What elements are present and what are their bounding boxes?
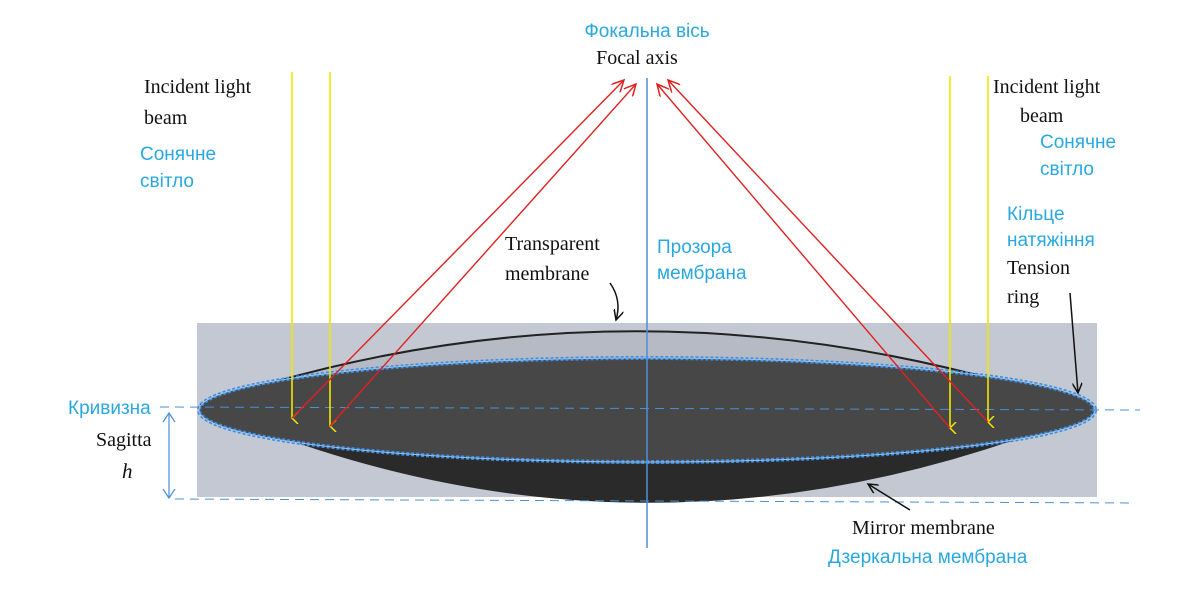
sagitta-arrow-bottom xyxy=(162,488,176,500)
mirror-membrane-label-uk: Дзеркальна мембрана xyxy=(828,547,1028,568)
transparent-membrane-label-uk-2: мембрана xyxy=(657,263,747,284)
mirror-membrane-pointer xyxy=(868,484,911,511)
tension-ring-label-uk-2: натяжіння xyxy=(1007,230,1095,251)
incident-left-label-uk-1: Сонячне xyxy=(140,144,216,165)
incident-right-label-en-1: Incident light xyxy=(993,76,1101,98)
transparent-membrane-label-uk-1: Прозора xyxy=(657,237,732,258)
transparent-membrane-label-en-2: membrane xyxy=(505,263,590,285)
tension-ring-pointer xyxy=(1069,292,1078,393)
mirror-membrane-label-en: Mirror membrane xyxy=(852,517,995,539)
incident-left-label-en-2: beam xyxy=(144,107,188,129)
sagitta-symbol: h xyxy=(122,459,133,483)
reflected-ray-4 xyxy=(668,80,989,423)
curvature-label: Кривизна xyxy=(68,398,151,419)
incident-right-label-uk-2: світло xyxy=(1040,159,1094,180)
tension-ring-label-uk-1: Кільце xyxy=(1007,204,1065,225)
transparent-membrane-pointer xyxy=(609,282,618,320)
focal-axis-label-en: Focal axis xyxy=(596,47,678,69)
focal-axis-label-uk: Фокальна вісь xyxy=(584,21,709,42)
incident-right-label-uk-1: Сонячне xyxy=(1040,132,1116,153)
incident-left-label-uk-2: світло xyxy=(140,171,194,192)
reflected-ray-3 xyxy=(657,84,951,429)
incident-right-label-en-2: beam xyxy=(1020,105,1064,127)
sagitta-label: Sagitta xyxy=(96,429,152,451)
incident-left-label-en-1: Incident light xyxy=(144,76,252,98)
reflected-ray-1 xyxy=(291,80,624,419)
reflected-ray-2 xyxy=(329,84,636,427)
base-line xyxy=(174,498,1136,504)
tension-ring-label-en-1: Tension xyxy=(1007,257,1070,279)
sagitta-arrow-top xyxy=(162,411,176,423)
transparent-membrane-label-en-1: Transparent xyxy=(505,233,600,255)
tension-ring-label-en-2: ring xyxy=(1007,286,1039,308)
